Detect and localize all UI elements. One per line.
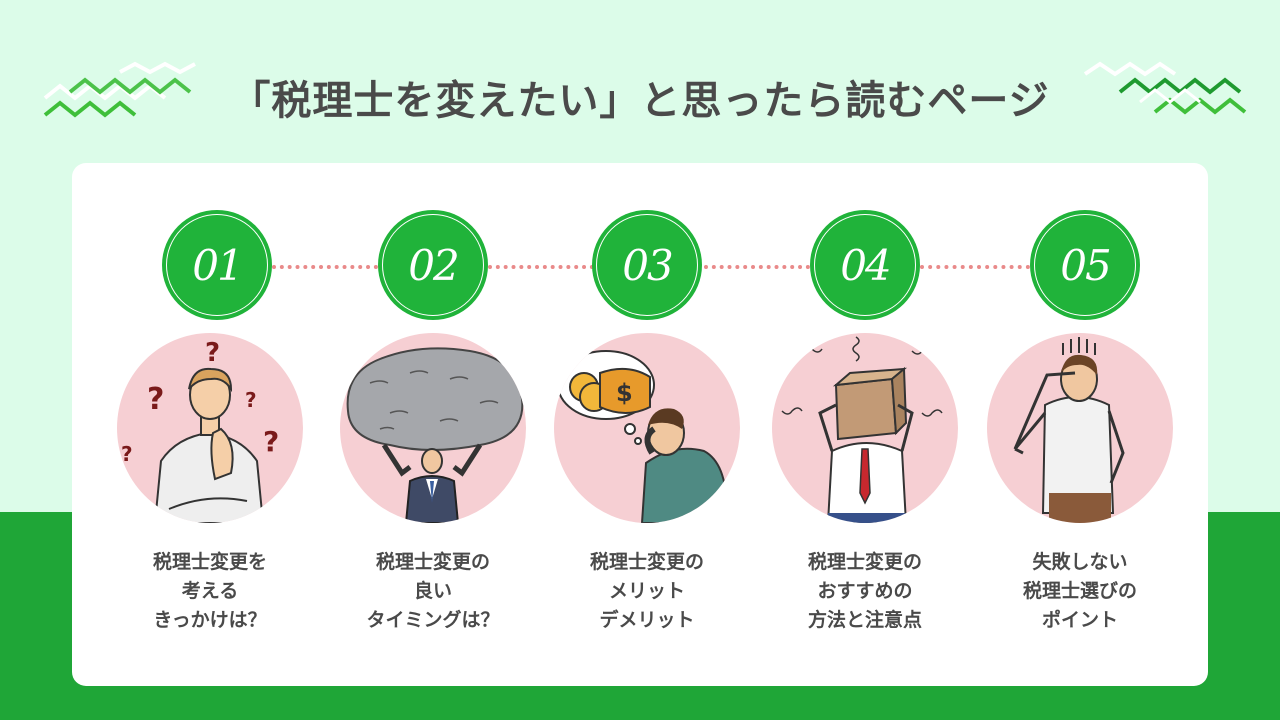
zigzag-left-decoration [43,61,196,118]
connector-dots [272,265,378,269]
label-line: 税理士変更の [589,551,704,573]
step-number-badge-03: 03 [592,210,702,320]
svg-text:?: ? [121,442,133,466]
svg-text:?: ? [147,382,164,417]
label-line: ポイント [1041,609,1118,631]
box-head-stressed-man-icon [772,333,958,523]
facepalm-man-icon [987,333,1173,523]
man-thinking-money-icon: $ [554,333,740,523]
label-line: 税理士変更の [375,551,490,573]
label-line: タイミングは？ [366,609,500,631]
step-number: 05 [1060,240,1111,290]
svg-text:?: ? [263,425,279,458]
svg-text:$: $ [616,379,633,407]
label-line: 失敗しない [1032,551,1128,573]
step-number-badge-05: 05 [1030,210,1140,320]
label-line: デメリット [599,609,695,631]
step-number-badge-02: 02 [378,210,488,320]
connector-dots [704,265,810,269]
svg-text:?: ? [205,338,220,368]
step-label-04: 税理士変更の おすすめの 方法と注意点 [765,548,965,635]
label-line: 税理士選びの [1022,580,1137,602]
label-line: 税理士変更を [152,551,267,573]
steps-card: 01 ? ? ? ? ? 税理士変更を 考える きっかけは？ 02 [72,163,1208,686]
man-lifting-boulder-icon [340,333,526,523]
label-line: 方法と注意点 [807,609,922,631]
step-number-badge-04: 04 [810,210,920,320]
label-line: おすすめの [817,580,913,602]
step-number: 03 [622,240,673,290]
step-number: 04 [840,240,891,290]
step-label-03: 税理士変更の メリット デメリット [547,548,747,635]
svg-text:?: ? [245,388,257,412]
step-label-02: 税理士変更の 良い タイミングは？ [333,548,533,635]
label-line: きっかけは？ [153,609,267,631]
label-line: 良い [413,580,452,602]
label-line: 考える [181,580,239,602]
connector-dots [920,265,1030,269]
confused-man-question-marks-icon: ? ? ? ? ? [117,333,303,523]
step-number: 01 [192,240,243,290]
connector-dots [488,265,594,269]
label-line: 税理士変更の [807,551,922,573]
step-number: 02 [408,240,459,290]
page-title: 「税理士を変えたい」と思ったら読むページ [230,78,1050,124]
step-label-05: 失敗しない 税理士選びの ポイント [980,548,1180,635]
step-label-01: 税理士変更を 考える きっかけは？ [110,548,310,635]
label-line: メリット [608,580,685,602]
step-number-badge-01: 01 [162,210,272,320]
zigzag-right-decoration [1083,61,1247,115]
